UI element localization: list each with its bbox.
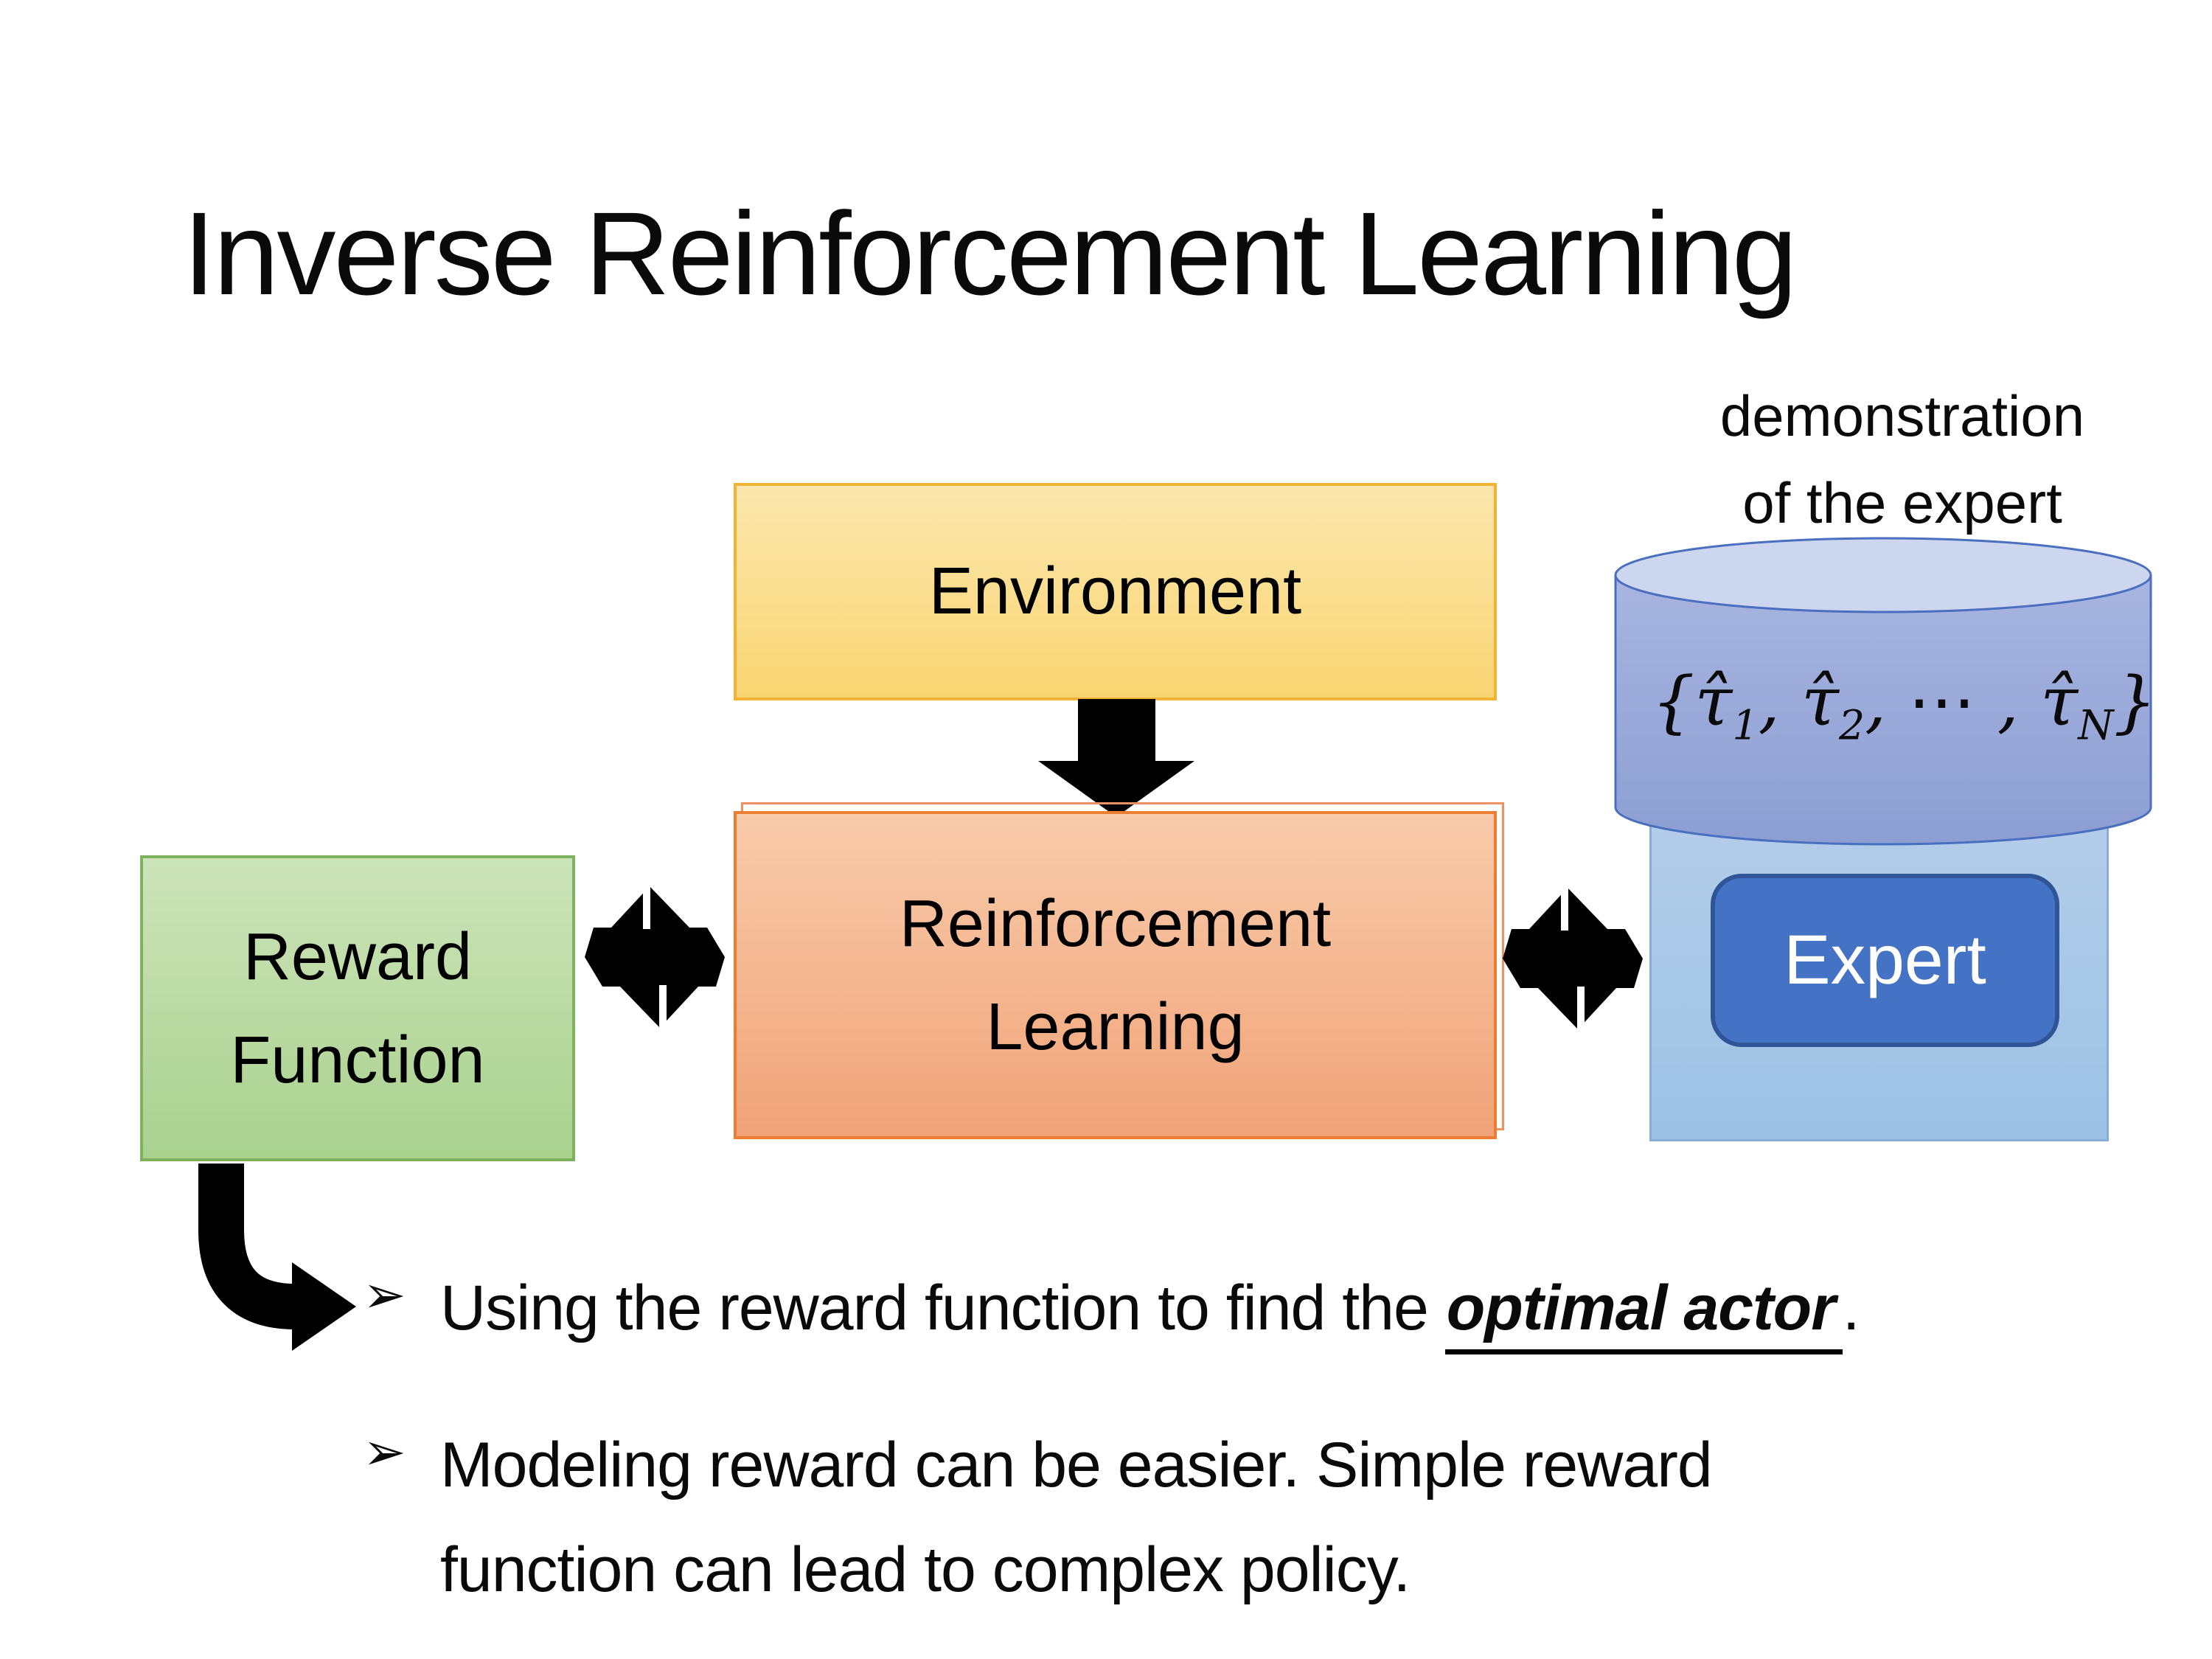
bullet-item-1: ➢ Using the reward function to find the … bbox=[363, 1256, 1860, 1360]
reward-label-line2: Function bbox=[230, 1023, 485, 1097]
expert-label: Expert bbox=[1784, 921, 1986, 999]
reinforcement-learning-box: Reinforcement Learning bbox=[734, 811, 1497, 1139]
bullet-2-line2: function can lead to complex policy. bbox=[440, 1534, 1411, 1605]
bullet-1-prefix: Using the reward function to find the bbox=[440, 1273, 1445, 1343]
page-title: Inverse Reinforcement Learning bbox=[183, 187, 1798, 319]
double-arrow-left-icon bbox=[585, 883, 725, 1031]
environment-box: Environment bbox=[734, 483, 1497, 700]
rl-label-line2: Learning bbox=[986, 990, 1245, 1064]
expert-box: Expert bbox=[1711, 874, 2059, 1047]
bullet-1-highlight: optimal actor bbox=[1444, 1273, 1843, 1354]
demonstration-label-line2: of the expert bbox=[1742, 470, 2062, 535]
down-arrow-icon bbox=[1038, 699, 1194, 817]
bullet-item-2: ➢ Modeling reward can be easier. Simple … bbox=[363, 1413, 1713, 1622]
demonstration-label: demonstration of the expert bbox=[1644, 372, 2160, 546]
bullet-2-line1: Modeling reward can be easier. Simple re… bbox=[440, 1430, 1713, 1500]
elbow-arrow-icon bbox=[198, 1164, 356, 1351]
bullet-arrow-icon: ➢ bbox=[363, 1422, 406, 1482]
bullet-2-text: Modeling reward can be easier. Simple re… bbox=[440, 1413, 1713, 1622]
demonstration-database-cylinder bbox=[1614, 537, 2152, 846]
demonstration-label-line1: demonstration bbox=[1719, 383, 2085, 448]
bullet-1-suffix: . bbox=[1842, 1273, 1860, 1343]
trajectory-set-label: {τ̂1, τ̂2, ⋯ , τ̂N} bbox=[1652, 662, 2157, 750]
reward-function-box: Reward Function bbox=[140, 855, 575, 1161]
reward-label-line1: Reward bbox=[243, 919, 473, 994]
bullet-1-text: Using the reward function to find the op… bbox=[440, 1256, 1860, 1360]
bullet-arrow-icon: ➢ bbox=[363, 1265, 406, 1325]
environment-label: Environment bbox=[928, 554, 1302, 628]
rl-label-line1: Reinforcement bbox=[899, 886, 1332, 961]
double-arrow-right-icon bbox=[1503, 885, 1643, 1032]
